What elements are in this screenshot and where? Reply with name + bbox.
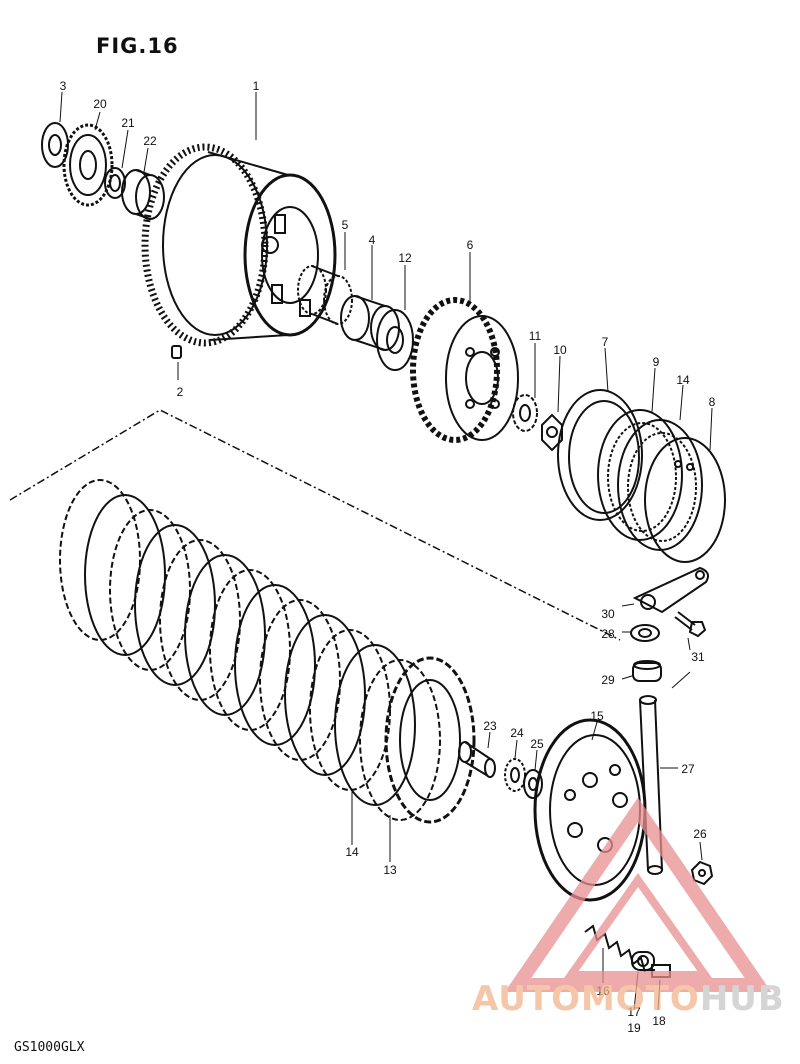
callout-3: 3 bbox=[60, 79, 67, 93]
oil-seal-28 bbox=[630, 624, 660, 642]
needle-bearing-5 bbox=[297, 265, 353, 325]
clutch-plate-stack bbox=[59, 479, 476, 824]
ring-7 bbox=[557, 389, 643, 521]
clutch-housing-1 bbox=[141, 143, 337, 347]
callout-numbers: 2 3 20 21 22 1 5 4 12 6 11 10 7 9 14 8 3… bbox=[60, 79, 716, 1035]
model-code: GS1000GLX bbox=[14, 1040, 85, 1055]
callout-20: 20 bbox=[93, 97, 107, 111]
thrust-bearing-24 bbox=[504, 758, 526, 792]
clutch-sleeve-hub-6 bbox=[410, 297, 519, 443]
callout-30: 30 bbox=[601, 607, 615, 621]
watermark-text-part2: HUB bbox=[700, 979, 785, 1019]
callout-23: 23 bbox=[483, 719, 497, 733]
spring-spacer-17 bbox=[631, 951, 655, 971]
callout-21: 21 bbox=[121, 116, 135, 130]
callout-24: 24 bbox=[510, 726, 524, 740]
circlip-8 bbox=[644, 437, 726, 563]
sleeve-hub-4 bbox=[340, 295, 400, 351]
callout-14-bottom: 14 bbox=[345, 845, 359, 859]
callout-4: 4 bbox=[369, 233, 376, 247]
watermark-logo: AUTOMOTOHUB bbox=[472, 797, 785, 1019]
callout-13: 13 bbox=[383, 863, 397, 877]
callout-15: 15 bbox=[590, 709, 604, 723]
oil-seal-29 bbox=[632, 660, 662, 682]
drive-plate-9 bbox=[597, 409, 683, 541]
sprocket-20 bbox=[62, 123, 114, 207]
callout-29: 29 bbox=[601, 673, 615, 687]
bolt-31 bbox=[674, 611, 707, 638]
callout-17: 17 bbox=[627, 1005, 641, 1019]
callout-14-top: 14 bbox=[676, 373, 690, 387]
watermark-text: AUTOMOTOHUB bbox=[472, 979, 785, 1019]
callout-6: 6 bbox=[467, 238, 474, 252]
figure-title: FIG.16 bbox=[96, 34, 179, 58]
callout-25: 25 bbox=[530, 737, 544, 751]
callout-10: 10 bbox=[553, 343, 567, 357]
callout-11: 11 bbox=[529, 329, 542, 343]
callout-2: 2 bbox=[177, 385, 184, 399]
needle-bearing-22 bbox=[121, 169, 165, 220]
callout-1: 1 bbox=[253, 79, 260, 93]
callout-26: 26 bbox=[693, 827, 707, 841]
callout-27: 27 bbox=[681, 762, 695, 776]
push-piece-23 bbox=[458, 741, 496, 778]
release-lever-30 bbox=[632, 566, 709, 614]
callout-5: 5 bbox=[342, 218, 349, 232]
callout-18: 18 bbox=[652, 1014, 666, 1028]
pin-2 bbox=[171, 345, 182, 359]
driven-plate-14-top bbox=[617, 419, 703, 551]
callout-7: 7 bbox=[602, 335, 609, 349]
watermark-triangle bbox=[504, 797, 772, 992]
callout-12: 12 bbox=[398, 251, 412, 265]
nut-10 bbox=[541, 413, 563, 452]
callout-22: 22 bbox=[143, 134, 157, 148]
callout-31: 31 bbox=[691, 650, 705, 664]
callout-19: 19 bbox=[627, 1021, 641, 1035]
thrust-washer-12 bbox=[376, 309, 414, 371]
assembly-reference-line bbox=[9, 409, 621, 641]
spacer-21 bbox=[104, 167, 126, 199]
lock-washer-11 bbox=[512, 394, 538, 432]
nut-26 bbox=[690, 860, 714, 886]
callout-9: 9 bbox=[653, 355, 660, 369]
callout-8: 8 bbox=[709, 395, 716, 409]
watermark-text-part1: AUTOMOTO bbox=[472, 979, 700, 1019]
callout-28: 28 bbox=[601, 627, 615, 641]
